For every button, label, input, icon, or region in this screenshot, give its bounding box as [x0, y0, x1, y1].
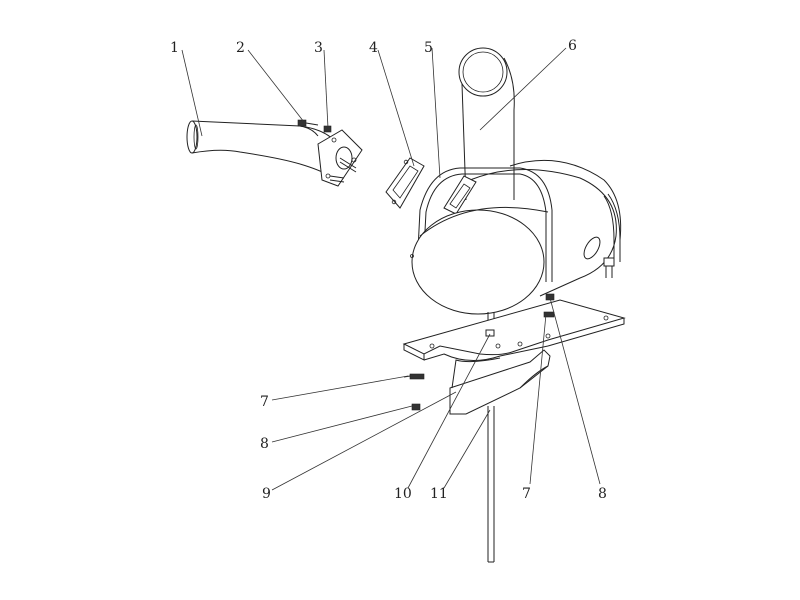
callout-7-right: 7 [522, 486, 531, 502]
callout-11: 11 [430, 486, 448, 502]
callout-8-left: 8 [260, 436, 269, 452]
leader-lines [181, 47, 601, 491]
callout-1: 1 [170, 40, 179, 56]
muffler [410, 159, 622, 324]
callout-4: 4 [369, 40, 378, 56]
callout-7-left: 7 [260, 394, 269, 410]
callout-10: 10 [394, 486, 412, 502]
callout-6: 6 [568, 38, 577, 54]
callout-labels: 1 2 3 4 5 6 7 8 9 10 11 7 8 [170, 38, 607, 502]
callout-5: 5 [424, 40, 433, 56]
callout-3: 3 [314, 40, 323, 56]
callout-2: 2 [236, 40, 245, 56]
mounting-bracket [402, 299, 626, 563]
callout-9: 9 [262, 486, 271, 502]
inlet-pipe [186, 120, 363, 187]
stud-nut [297, 119, 332, 133]
gasket [385, 157, 425, 209]
callout-8-right: 8 [598, 486, 607, 502]
outlet-stack [458, 47, 515, 201]
